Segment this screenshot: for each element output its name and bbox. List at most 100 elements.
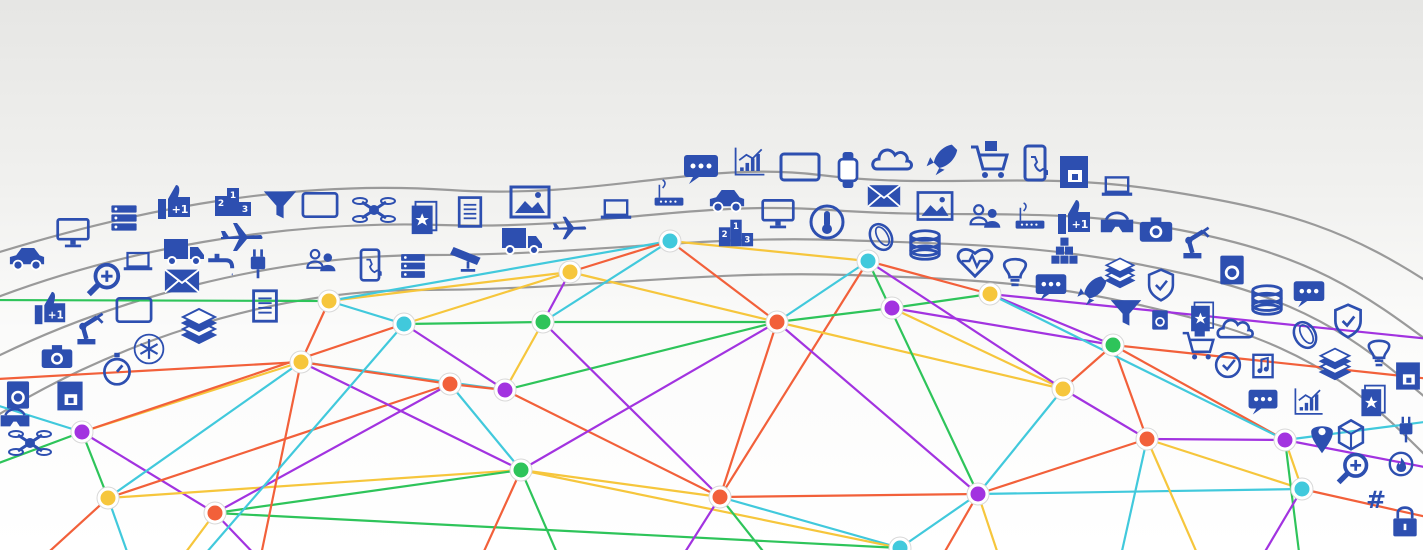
network-link: [718, 321, 779, 498]
network-node: [966, 482, 990, 506]
hashtag-icon: #: [1366, 486, 1386, 514]
clock-icon: [1214, 351, 1242, 379]
shield-icon: [1334, 303, 1362, 339]
laptop-icon: [1101, 176, 1133, 196]
document-icon: [252, 289, 278, 323]
network-link: [1145, 438, 1197, 550]
network-link: [0, 430, 83, 464]
tablet-icon: [301, 191, 339, 219]
network-link: [569, 239, 671, 274]
layers-icon: [1318, 347, 1352, 381]
mail-icon: [867, 184, 901, 208]
car-icon: [709, 190, 745, 213]
airplane-icon: [553, 216, 587, 240]
network-link: [519, 469, 557, 550]
network-link: [776, 320, 1064, 391]
network-links: [0, 239, 1423, 550]
network-node: [96, 486, 120, 510]
network-link: [1121, 438, 1149, 550]
vr-headset-icon: [1100, 211, 1134, 233]
camera-icon: [41, 345, 73, 369]
monitor-icon: [761, 199, 795, 229]
network-link: [977, 388, 1064, 495]
chat-icon: [1248, 389, 1278, 415]
network-link: [504, 320, 778, 392]
lock-icon: [1393, 506, 1417, 537]
network-link: [0, 405, 83, 434]
network-link: [403, 323, 506, 391]
funnel-icon: [1110, 300, 1142, 326]
network-link: [300, 360, 451, 386]
plug-icon: [1399, 416, 1413, 443]
network-link: [1146, 437, 1286, 442]
chart-icon: [1294, 388, 1323, 415]
network-nodes: [70, 229, 1314, 550]
svg-text:1: 1: [230, 191, 236, 201]
network-link: [107, 361, 302, 499]
monitor-icon: [56, 218, 90, 248]
network-link: [80, 431, 110, 499]
network-link: [1264, 488, 1303, 550]
network-node: [1135, 427, 1159, 451]
network-link: [520, 468, 721, 499]
network-link: [899, 493, 979, 549]
icon-orbit-curves: [0, 170, 1423, 455]
rocket-icon: [926, 144, 958, 176]
network-link: [0, 298, 330, 303]
coffee-machine-icon: [1060, 156, 1088, 188]
svg-text:+1: +1: [1072, 218, 1089, 231]
shield-icon: [1147, 268, 1175, 302]
document-icon: [457, 196, 483, 228]
network-link: [520, 321, 778, 471]
database-icon: [1251, 284, 1283, 316]
thumbs-up-icon: +1: [1058, 200, 1090, 234]
network-link: [260, 361, 303, 550]
network-node: [888, 536, 912, 550]
washing-machine-icon: [1152, 310, 1168, 330]
network-node: [1290, 477, 1314, 501]
blocks-icon: [1051, 237, 1078, 264]
network-link: [403, 270, 571, 326]
svg-text:3: 3: [242, 205, 248, 215]
network-link: [49, 497, 109, 550]
network-link: [891, 292, 991, 310]
network-node: [493, 378, 517, 402]
network-link: [776, 321, 979, 495]
image-icon: [509, 185, 551, 219]
cctv-icon: [450, 247, 481, 272]
network-node: [765, 310, 789, 334]
network-link: [719, 495, 901, 550]
network-link: [403, 320, 544, 326]
network-link: [1062, 388, 1148, 440]
fire-icon: [1388, 451, 1414, 477]
stopwatch-icon: [103, 352, 131, 386]
lightbulb-icon: [1002, 257, 1028, 287]
orbit-curve: [0, 206, 1423, 339]
truck-icon: [502, 228, 542, 255]
network-link: [1146, 437, 1303, 491]
heart-pulse-icon: [956, 248, 994, 279]
plug-icon: [250, 249, 266, 279]
cart-icon: [971, 141, 1009, 178]
users-icon: [969, 204, 1001, 228]
database-icon: [909, 229, 941, 261]
network-link: [520, 468, 901, 550]
network-node: [978, 282, 1002, 306]
network-link: [867, 260, 1064, 390]
washing-machine-icon: [1220, 255, 1244, 285]
file-icon: [1191, 301, 1215, 332]
search-plus-icon: [1336, 452, 1369, 485]
svg-text:2: 2: [722, 230, 728, 240]
network-link: [483, 469, 523, 550]
network-link: [776, 306, 893, 324]
layers-icon: [1104, 257, 1136, 289]
truck-icon: [164, 239, 204, 266]
network-link: [328, 270, 571, 303]
network-link: [207, 323, 405, 550]
svg-text:+1: +1: [172, 203, 189, 216]
network-node: [558, 260, 582, 284]
network-node: [531, 310, 555, 334]
network-node: [509, 458, 533, 482]
